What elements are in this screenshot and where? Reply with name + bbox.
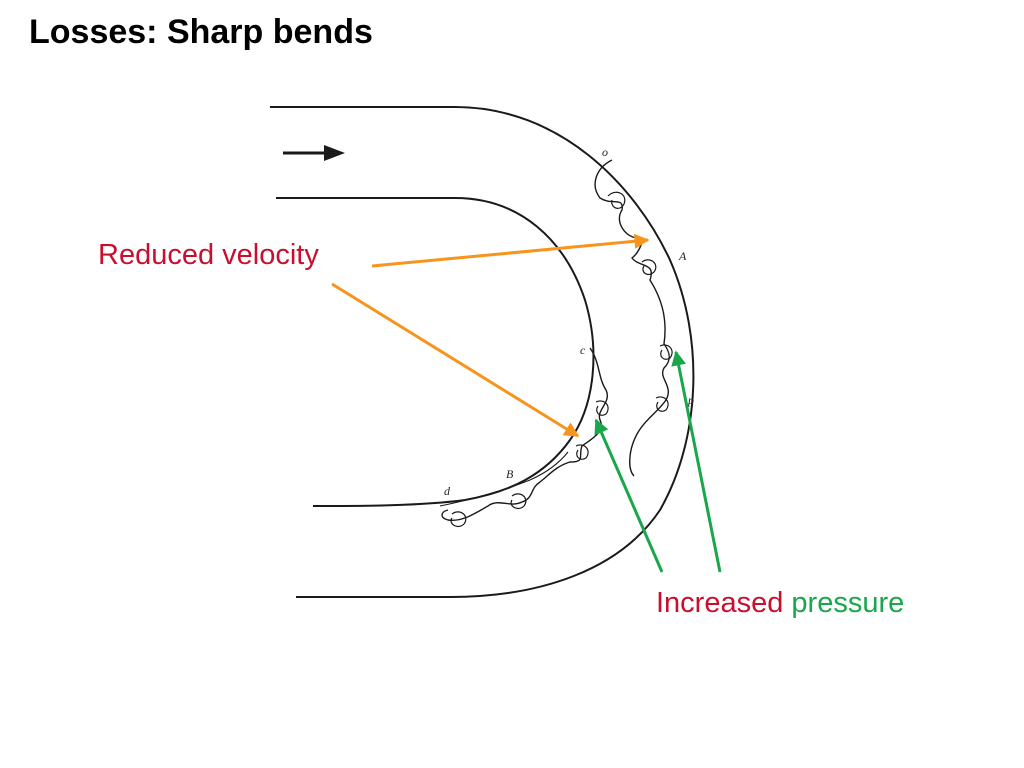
inner-eddy-curl-2 — [575, 444, 589, 460]
inner-eddy-curl-4 — [450, 511, 467, 528]
inner-eddy-curl-3 — [510, 493, 527, 510]
increased-pressure-label: Increased pressure — [656, 586, 904, 620]
inner-eddy-zone — [441, 347, 608, 521]
increased-pressure-arrow-outer — [671, 350, 722, 573]
inner-pipe-wall — [276, 197, 595, 507]
outer-eddy-curl-1 — [607, 191, 626, 209]
point-d-label: d — [444, 484, 450, 498]
flow-direction-arrow — [283, 145, 345, 161]
point-a-label: A — [679, 249, 687, 263]
point-o-label: o — [602, 145, 608, 159]
outer-eddy-zone — [594, 159, 670, 477]
slide-title: Losses: Sharp bends — [29, 13, 373, 51]
outer-eddy-curl-2 — [641, 259, 657, 276]
point-b-label: B — [506, 467, 514, 481]
increased-pressure-arrow-inner — [594, 418, 664, 573]
reduced-velocity-label: Reduced velocity — [98, 238, 319, 272]
inner-eddy-curl-1 — [595, 400, 609, 416]
outer-pipe-wall — [270, 106, 695, 598]
reduced-velocity-arrow-outer — [371, 233, 650, 268]
reduced-velocity-arrow-inner — [331, 282, 580, 438]
point-c-label: c — [580, 343, 586, 357]
pressure-word: pressure — [791, 587, 905, 619]
reduced-velocity-text: Reduced velocity — [98, 239, 319, 271]
increased-word: Increased — [656, 587, 784, 619]
outer-eddy-curl-3 — [659, 344, 673, 360]
point-p-label: p — [688, 393, 694, 407]
outer-eddy-curl-4 — [655, 396, 669, 412]
inner-eddy-tail — [439, 451, 569, 507]
